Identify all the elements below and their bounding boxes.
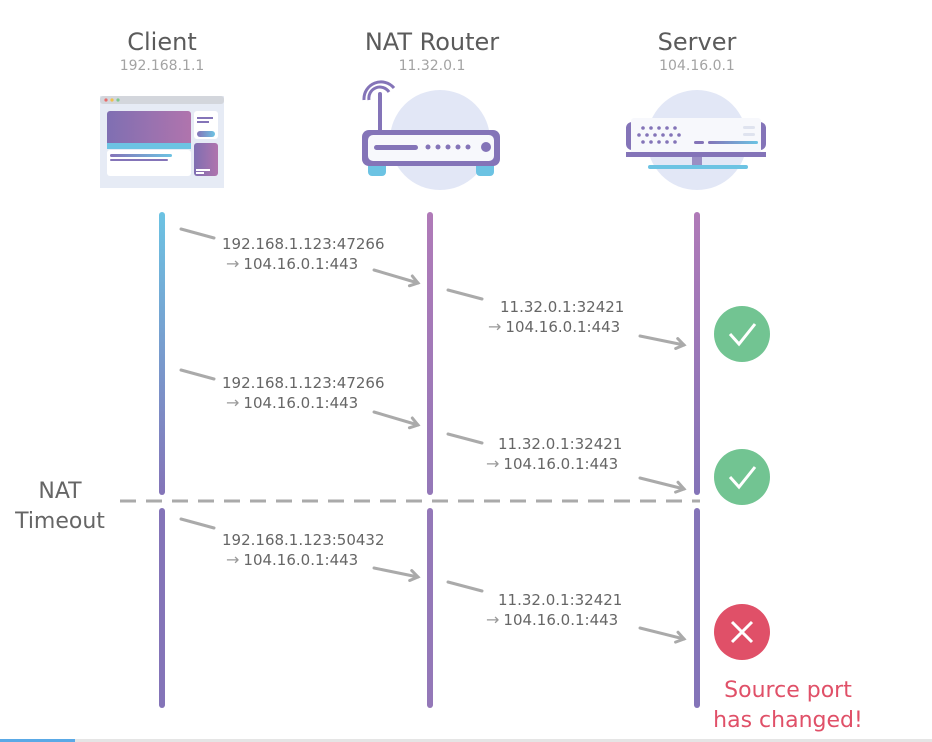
packet-label: 11.32.0.1:32421 →104.16.0.1:443 — [488, 297, 624, 337]
packet-label: 192.168.1.123:47266 →104.16.0.1:443 — [222, 373, 385, 413]
packet-source: 192.168.1.123:50432 — [222, 531, 385, 549]
packet-destination: 104.16.0.1:443 — [503, 611, 619, 629]
packet-destination: 104.16.0.1:443 — [505, 318, 621, 336]
arrow-icon: → — [226, 550, 240, 569]
packet-label: 11.32.0.1:32421 →104.16.0.1:443 — [486, 590, 622, 630]
packet-arrow — [446, 288, 687, 350]
bottom-progress-bar — [0, 739, 932, 742]
nat-timeout-line2: Timeout — [15, 509, 105, 534]
packet-destination: 104.16.0.1:443 — [503, 455, 619, 473]
packet-label: 192.168.1.123:47266 →104.16.0.1:443 — [222, 234, 385, 274]
success-check-icon — [714, 449, 770, 505]
arrow-icon: → — [226, 254, 240, 273]
router-title: NAT Router — [364, 28, 500, 56]
arrow-icon: → — [486, 610, 500, 629]
packet-source: 192.168.1.123:47266 — [222, 374, 385, 392]
packet-arrow — [179, 227, 421, 288]
packet-source: 11.32.0.1:32421 — [498, 591, 623, 609]
packet-arrow — [179, 517, 421, 582]
client-title: Client — [127, 28, 197, 56]
router-lifeline — [427, 212, 433, 708]
router-ip: 11.32.0.1 — [398, 58, 466, 74]
packet-label: 11.32.0.1:32421 →104.16.0.1:443 — [486, 434, 622, 474]
nat-timeout-label: NAT Timeout — [0, 477, 120, 537]
packet-arrow — [179, 368, 421, 430]
packet-arrow — [446, 432, 687, 494]
packet-source: 11.32.0.1:32421 — [498, 435, 623, 453]
server-lifeline — [694, 212, 700, 708]
browser-window-icon — [100, 96, 224, 188]
server-title: Server — [657, 28, 737, 56]
packet-destination: 104.16.0.1:443 — [243, 551, 359, 569]
packet-source: 11.32.0.1:32421 — [500, 298, 625, 316]
server-ip: 104.16.0.1 — [659, 58, 735, 74]
arrow-icon: → — [486, 454, 500, 473]
packet-destination: 104.16.0.1:443 — [243, 255, 359, 273]
error-message: Source port has changed! — [698, 676, 878, 736]
failure-x-icon — [714, 604, 770, 660]
arrow-icon: → — [488, 317, 502, 336]
packet-arrow — [446, 580, 687, 644]
arrow-icon: → — [226, 393, 240, 412]
error-line2: has changed! — [713, 708, 863, 733]
success-check-icon — [714, 306, 770, 362]
error-line1: Source port — [724, 678, 852, 703]
router-icon — [362, 80, 500, 190]
client-lifeline — [159, 212, 165, 708]
nat-timeout-line1: NAT — [38, 479, 82, 504]
packet-label: 192.168.1.123:50432 →104.16.0.1:443 — [222, 530, 385, 570]
packet-destination: 104.16.0.1:443 — [243, 394, 359, 412]
packet-source: 192.168.1.123:47266 — [222, 235, 385, 253]
client-ip: 192.168.1.1 — [119, 58, 205, 74]
server-icon — [626, 90, 766, 190]
